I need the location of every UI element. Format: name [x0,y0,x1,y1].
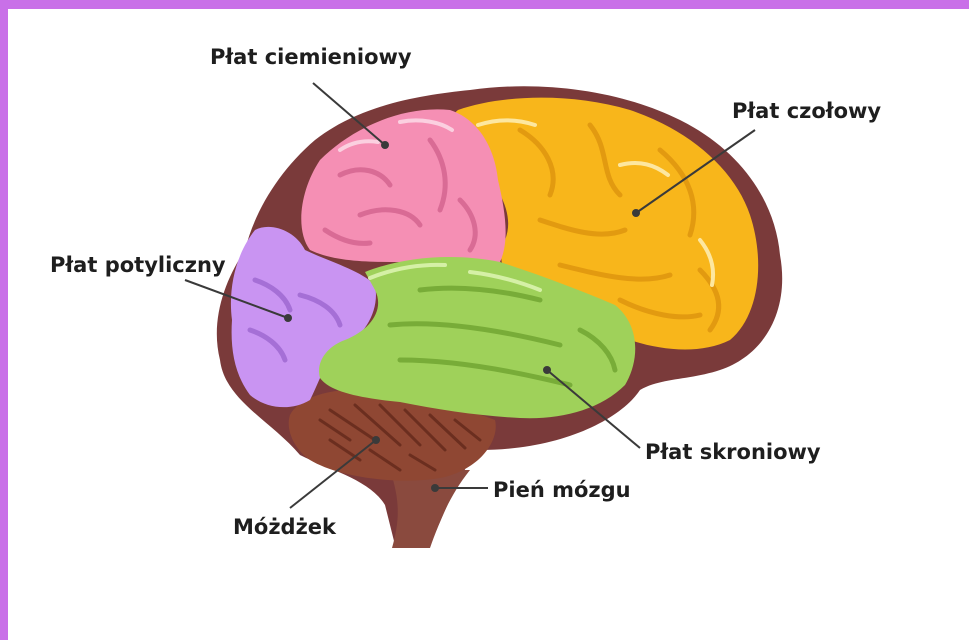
label-temporal: Płat skroniowy [645,440,821,464]
cerebellum-dot [372,436,380,444]
label-parietal: Płat ciemieniowy [210,45,412,69]
label-frontal: Płat czołowy [732,99,881,123]
brainstem-region [390,470,470,548]
parietal-dot [381,141,389,149]
label-occipital: Płat potyliczny [50,253,226,277]
frontal-dot [632,209,640,217]
brainstem-dot [431,484,439,492]
label-cerebellum: Móżdżek [233,515,337,539]
temporal-dot [543,366,551,374]
brain-diagram: Płat ciemieniowy Płat czołowy Płat potyl… [8,9,969,640]
occipital-dot [284,314,292,322]
label-brainstem: Pień mózgu [493,478,631,502]
diagram-frame: Płat ciemieniowy Płat czołowy Płat potyl… [8,9,969,640]
